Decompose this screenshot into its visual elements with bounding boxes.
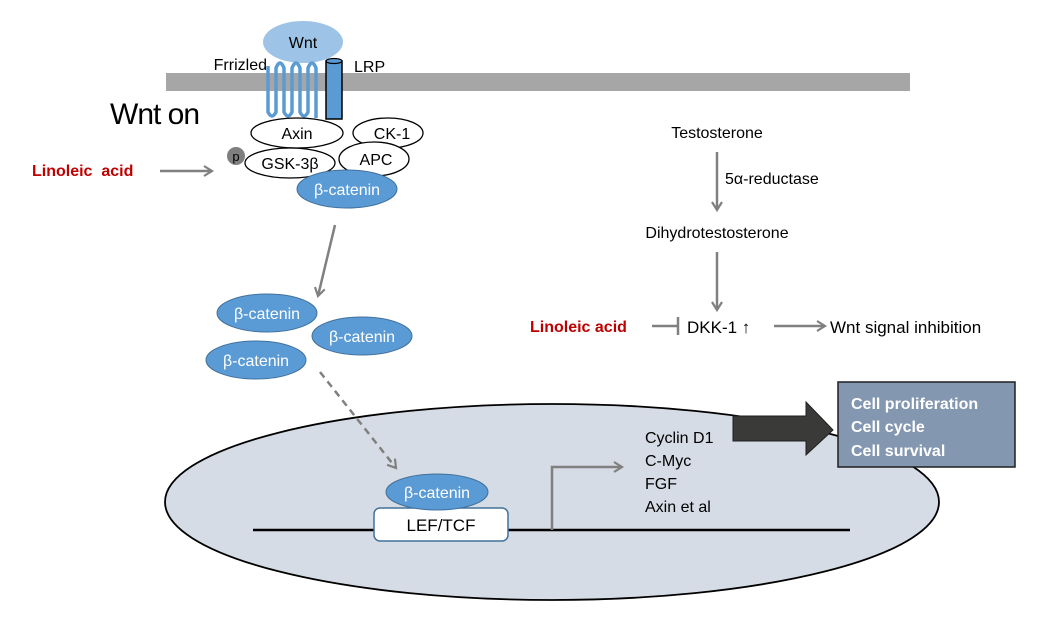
beta-catenin-cyto-3-label: β-catenin — [223, 353, 289, 370]
frizzled-label: Frrizled — [214, 57, 267, 74]
release-arrow — [313, 224, 337, 299]
phosphate-group — [227, 147, 245, 165]
transcription-start-arrow — [550, 461, 625, 530]
beta-catenin-cyto-1-label: β-catenin — [234, 306, 300, 323]
apc-label: APC — [360, 152, 393, 169]
cell-membrane — [166, 73, 910, 91]
target-gene: C-Myc — [645, 453, 691, 470]
wnt-inhibition-label: Wnt signal inhibition — [830, 318, 981, 337]
dkk1-label: DKK-1 ↑ — [687, 318, 750, 337]
outcome-item: Cell cycle — [851, 419, 925, 436]
beta-catenin-cyto-2-label: β-catenin — [329, 329, 395, 346]
lef-tcf-label: LEF/TCF — [407, 516, 476, 535]
gsk3b-protein — [244, 147, 336, 179]
linoleic-acid-left: Linoleic acid — [32, 163, 133, 180]
target-gene: FGF — [645, 476, 677, 493]
testosterone-label: Testosterone — [671, 125, 763, 142]
lrp-top — [325, 57, 343, 65]
beta-catenin-nuclear-label: β-catenin — [404, 485, 470, 502]
axin-label: Axin — [281, 126, 312, 143]
beta-catenin-nuclear — [385, 473, 489, 511]
diagram-title: Wnt on — [110, 98, 199, 131]
outcome-arrow — [732, 400, 834, 457]
wnt-label: Wnt — [289, 35, 318, 52]
outcome-box — [837, 381, 1016, 468]
linoleic-acid-right: Linoleic acid — [530, 319, 627, 336]
gsk3b-label: GSK-3β — [261, 156, 318, 173]
enzyme-label: 5α-reductase — [725, 171, 819, 188]
outcome-item: Cell survival — [851, 443, 945, 460]
beta-catenin-cyto-1 — [216, 293, 318, 333]
target-gene: Axin et al — [645, 499, 711, 516]
beta-catenin-complex — [296, 169, 398, 209]
ck1-label: CK-1 — [374, 126, 411, 143]
dht-label: Dihydrotestosterone — [645, 225, 788, 242]
lrp-receptor — [325, 60, 343, 120]
beta-catenin-cyto-2 — [311, 316, 413, 356]
phosphate-label: p — [232, 149, 239, 164]
beta-catenin-complex-label: β-catenin — [314, 182, 380, 199]
target-gene: Cyclin D1 — [645, 430, 714, 447]
nuclear-translocation-arrow — [319, 371, 398, 470]
frizzled-receptor — [266, 61, 318, 118]
wnt-ligand — [263, 21, 343, 63]
beta-catenin-cyto-3 — [205, 340, 307, 380]
lrp-label: LRP — [354, 59, 385, 76]
outcome-item: Cell proliferation — [851, 396, 978, 413]
